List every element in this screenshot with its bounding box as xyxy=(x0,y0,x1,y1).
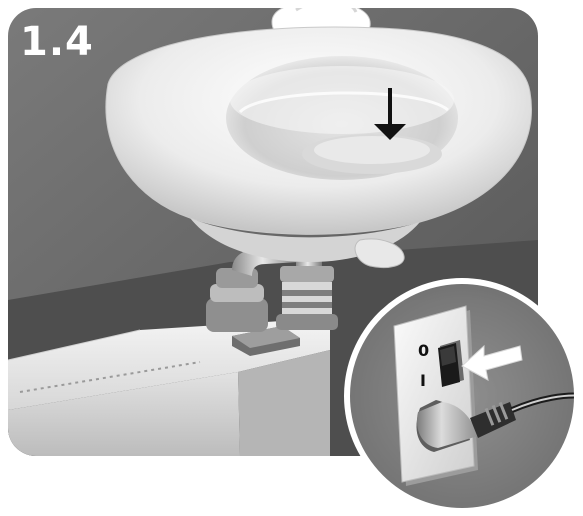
sink-basin xyxy=(105,26,532,269)
switch-inset: 0 I xyxy=(344,278,580,514)
switch-on-mark: 0 xyxy=(418,341,429,360)
wall-switch-plate: 0 I xyxy=(393,305,478,486)
pump-unit xyxy=(8,318,330,456)
switch-off-mark: I xyxy=(420,371,426,390)
arrow-left-icon xyxy=(461,344,523,381)
arrow-down-icon xyxy=(374,88,406,140)
power-switch[interactable] xyxy=(438,340,464,387)
step-number: 1.4 xyxy=(20,19,94,65)
plug-icon xyxy=(416,392,576,452)
